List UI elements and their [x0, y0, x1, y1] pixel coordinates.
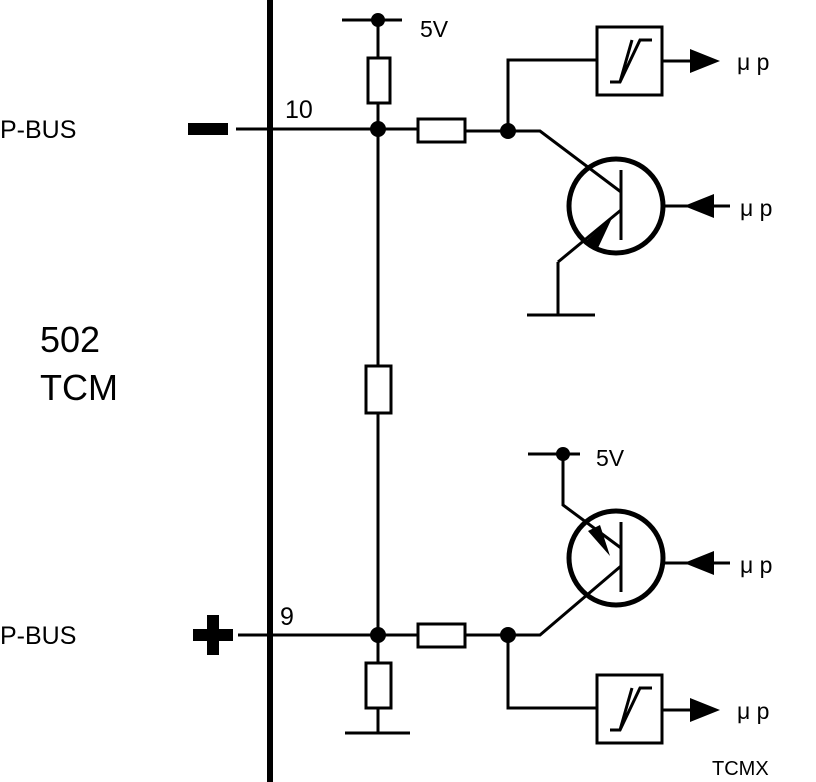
mu-p-label-1: μ p: [737, 49, 769, 75]
input-arrow-3: [684, 551, 714, 575]
schmitt-bottom-wire: [506, 635, 597, 710]
transistor-bottom-emitter-arrow: [588, 525, 610, 556]
divider-resistor: [364, 364, 393, 415]
schmitt-trigger-bottom-icon: [610, 686, 652, 732]
bus-bottom-pin: 9: [280, 603, 294, 631]
bus-bottom-label: P-BUS: [0, 622, 76, 650]
bus-top-label: P-BUS: [0, 116, 76, 144]
transistor-top-collector: [508, 129, 622, 194]
transistor-top-emitter: [557, 208, 622, 264]
schmitt-trigger-top-icon: [610, 38, 652, 84]
bus-top-pin: 10: [285, 96, 313, 124]
schmitt-top-wire: [506, 58, 597, 131]
pullup-resistor: [366, 56, 392, 105]
transistor-bottom-collector: [508, 564, 622, 637]
transistor-bottom: [566, 508, 666, 608]
module-number: 502: [40, 319, 100, 360]
node-bus-top: [370, 121, 386, 137]
mu-p-label-4: μ p: [737, 698, 769, 724]
transistor-top: [566, 156, 666, 256]
plus-terminal-symbol: [193, 615, 233, 655]
output-arrow-4: [690, 698, 720, 722]
minus-terminal-symbol: [188, 123, 228, 135]
input-arrow-2: [684, 194, 714, 218]
mu-p-label-3: μ p: [740, 552, 772, 578]
mu-p-label-2: μ p: [740, 195, 772, 221]
pulldown-resistor: [364, 661, 393, 710]
transistor-top-emitter-arrow: [586, 218, 612, 248]
output-arrow-1: [690, 49, 720, 73]
footer-label: TCMX: [712, 758, 769, 780]
series-resistor-bottom: [416, 622, 467, 649]
supply-top-label: 5V: [420, 16, 449, 42]
node-bus-bottom: [370, 627, 386, 643]
module-name: TCM: [40, 367, 118, 408]
supply-bottom-label: 5V: [596, 445, 625, 471]
series-resistor-top: [416, 117, 467, 144]
